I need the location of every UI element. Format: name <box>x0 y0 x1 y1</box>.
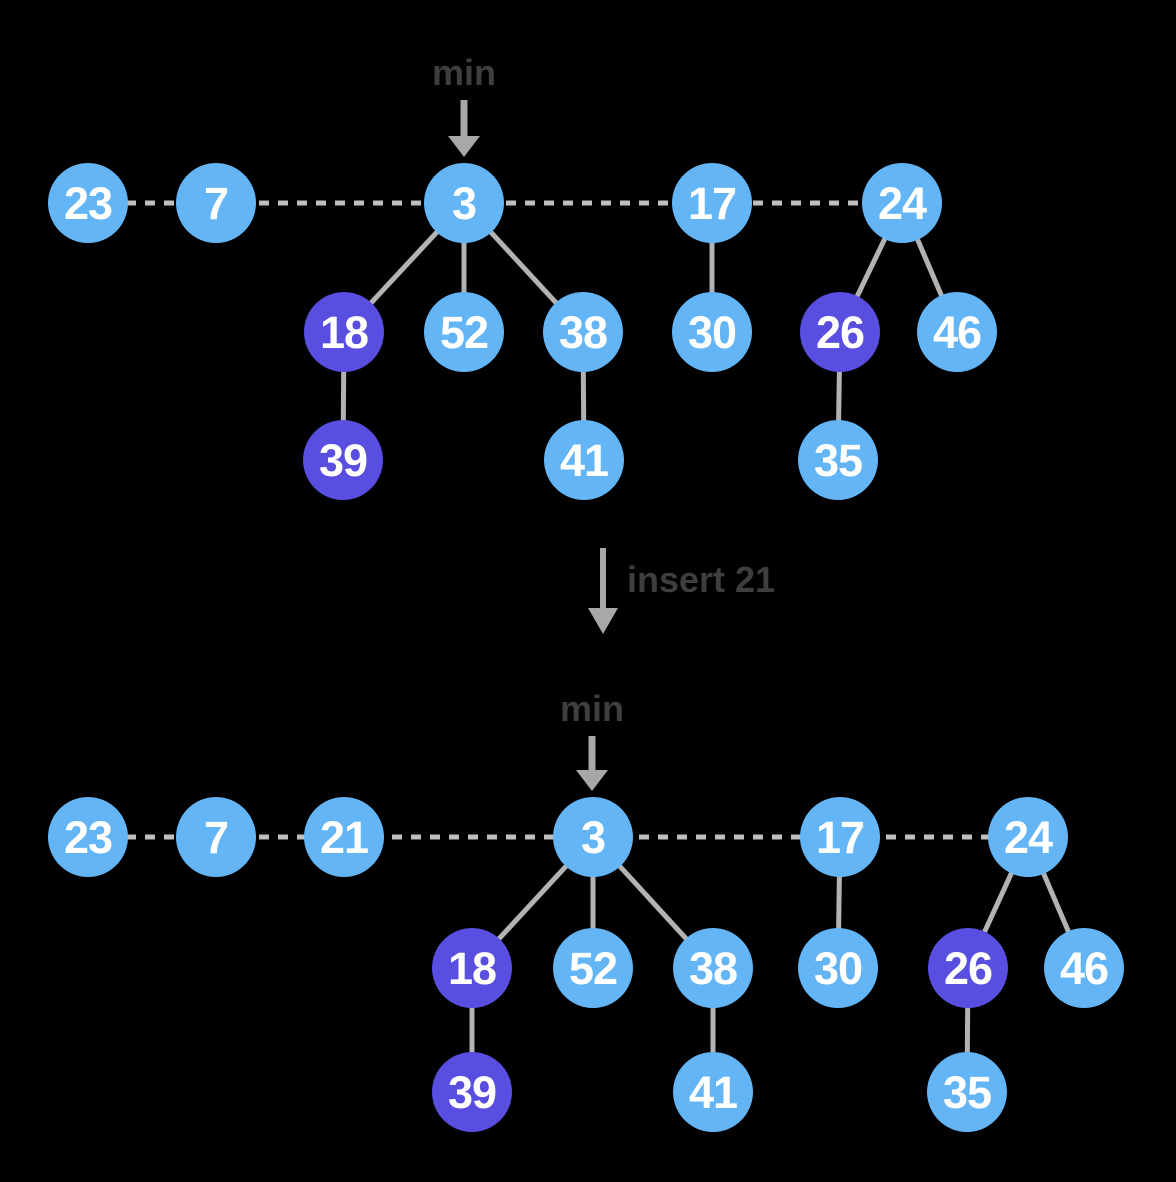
min-arrow-head <box>448 136 480 157</box>
insert-transition <box>588 548 618 634</box>
node-30: 30 <box>672 292 752 372</box>
node-7: 7 <box>176 797 256 877</box>
min-arrow-head <box>576 770 608 791</box>
node-23: 23 <box>48 163 128 243</box>
node-26: 26 <box>928 928 1008 1008</box>
node-3: 3 <box>424 163 504 243</box>
node-41: 41 <box>544 420 624 500</box>
min-pointer-label-before: min <box>431 52 497 93</box>
node-38: 38 <box>673 928 753 1008</box>
insert-arrow-head <box>588 608 618 634</box>
min-pointer-label-after: min <box>559 688 625 729</box>
node-21: 21 <box>304 797 384 877</box>
node-17: 17 <box>672 163 752 243</box>
node-7: 7 <box>176 163 256 243</box>
node-26: 26 <box>800 292 880 372</box>
node-35: 35 <box>927 1052 1007 1132</box>
node-39: 39 <box>432 1052 512 1132</box>
node-46: 46 <box>917 292 997 372</box>
node-52: 52 <box>553 928 633 1008</box>
node-39: 39 <box>303 420 383 500</box>
node-18: 18 <box>432 928 512 1008</box>
node-23: 23 <box>48 797 128 877</box>
node-35: 35 <box>798 420 878 500</box>
node-52: 52 <box>424 292 504 372</box>
node-24: 24 <box>862 163 942 243</box>
node-41: 41 <box>673 1052 753 1132</box>
node-18: 18 <box>304 292 384 372</box>
node-24: 24 <box>988 797 1068 877</box>
node-17: 17 <box>800 797 880 877</box>
node-46: 46 <box>1044 928 1124 1008</box>
node-38: 38 <box>543 292 623 372</box>
node-30: 30 <box>798 928 878 1008</box>
insert-operation-label: insert 21 <box>627 559 776 600</box>
node-3: 3 <box>553 797 633 877</box>
